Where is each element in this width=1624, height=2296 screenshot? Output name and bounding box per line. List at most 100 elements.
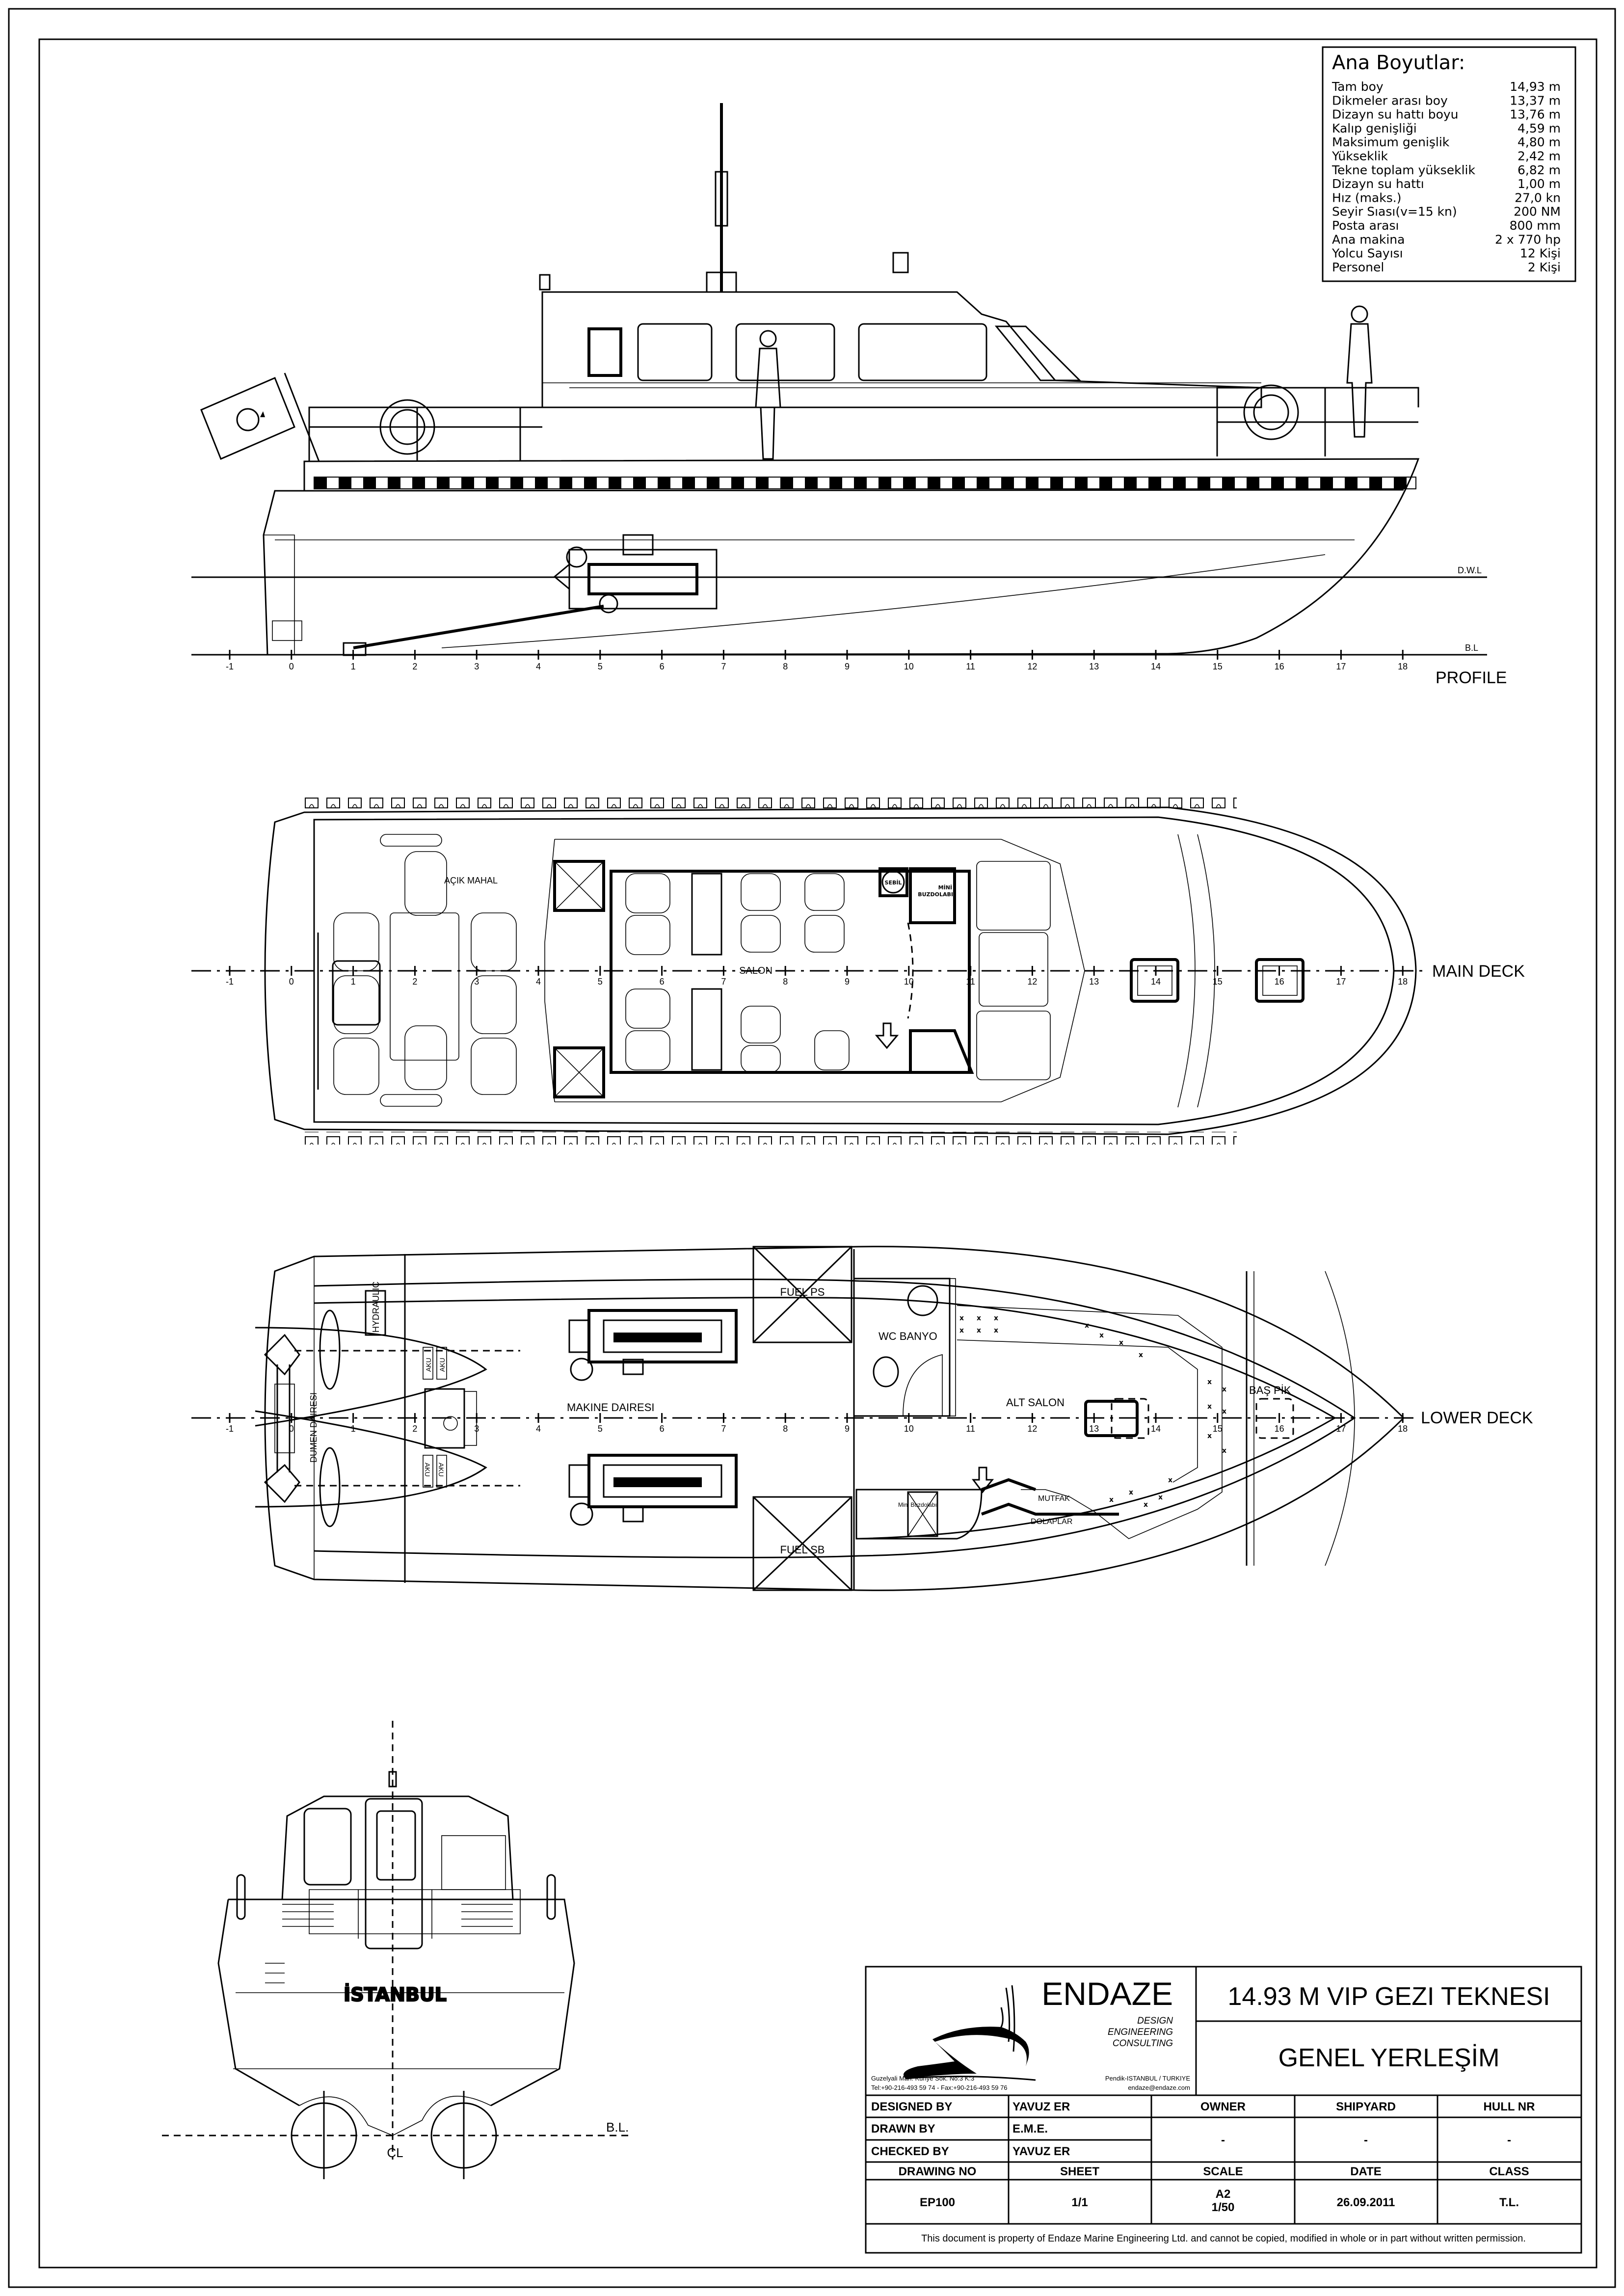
windscreen <box>994 325 1082 381</box>
dimension-label: Maksimum genişlik <box>1332 135 1450 149</box>
dimension-value: 200 NM <box>1514 205 1561 219</box>
dimension-value: 12 Kişi <box>1520 246 1561 261</box>
dimension-value: 800 mm <box>1510 218 1561 233</box>
svg-text:x: x <box>1222 1447 1226 1455</box>
deck-hatch <box>1255 958 1305 1003</box>
drawing-title: GENEL YERLEŞİM <box>1278 2044 1500 2072</box>
frame-number: 0 <box>289 977 294 987</box>
cabin-window <box>637 323 713 381</box>
dimension-label: Yolcu Sayısı <box>1331 246 1403 261</box>
fuel-tank-ps: FUEL PS <box>752 1246 852 1343</box>
dimension-value: 4,80 m <box>1518 135 1561 149</box>
cabin-door <box>587 327 622 377</box>
mini-buzdolabi-label: Mini Buzdolabı <box>898 1501 937 1508</box>
svg-text:x: x <box>1158 1494 1163 1501</box>
dimension-value: 27,0 kn <box>1515 190 1561 205</box>
shipyard-value: - <box>1364 2134 1368 2147</box>
frame-number: 0 <box>289 1424 294 1434</box>
stair-arrow-icon <box>971 1467 994 1494</box>
svg-text:x: x <box>1207 1378 1212 1386</box>
dimension-label: Posta arası <box>1332 218 1399 233</box>
cabin-window <box>858 323 987 381</box>
frame-number: -1 <box>226 977 234 987</box>
acik-mahal-label: AÇIK MAHAL <box>444 876 498 885</box>
dimension-label: Personel <box>1332 260 1384 274</box>
frame-number: 13 <box>1089 977 1099 987</box>
frame-number: 10 <box>904 662 914 671</box>
svg-text:x: x <box>1207 1432 1212 1440</box>
person-figure <box>1346 305 1373 438</box>
frame-number: 9 <box>845 662 850 671</box>
svg-text:x: x <box>1085 1322 1089 1330</box>
main-engine-ps <box>568 1309 738 1381</box>
company-name: ENDAZE <box>1041 1976 1173 2012</box>
galley <box>855 1489 983 1540</box>
dimension-value: 6,82 m <box>1518 163 1561 177</box>
frame-number: 15 <box>1213 662 1223 671</box>
tagline-consulting: CONSULTING <box>1113 2038 1173 2049</box>
main-engine-sb <box>568 1454 738 1526</box>
frame-number: 5 <box>598 977 603 987</box>
svg-text:x: x <box>1119 1339 1123 1347</box>
designed-by-value: YAVUZ ER <box>1012 2100 1070 2113</box>
frame-number: 3 <box>474 662 479 671</box>
lower-deck-hull <box>264 1246 1405 1591</box>
checked-by-label: CHECKED BY <box>871 2145 949 2158</box>
fwd-railing <box>1216 387 1419 456</box>
svg-text:x: x <box>1099 1332 1104 1339</box>
frame-number: 8 <box>783 1424 788 1434</box>
svg-text:x: x <box>994 1314 998 1322</box>
dwl-label: D.W.L <box>1458 565 1482 575</box>
frame-number: 9 <box>845 977 850 987</box>
frame-number: 14 <box>1151 977 1161 987</box>
aku-label: AKU <box>438 1358 446 1372</box>
dimension-label: Dizayn su hattı <box>1332 177 1424 191</box>
lifebuoy <box>379 399 435 455</box>
salon-outline <box>544 839 1085 1102</box>
frame-number: 14 <box>1151 1424 1161 1434</box>
frame-number: 17 <box>1336 977 1346 987</box>
svg-text:x: x <box>1139 1351 1143 1359</box>
company-phone: Tel:+90-216-493 59 74 - Fax:+90-216-493 … <box>871 2084 1008 2091</box>
frame-number: 6 <box>660 662 665 671</box>
main-deck-hull <box>264 806 1417 1135</box>
frame-number: 12 <box>1027 1424 1037 1434</box>
project-title: 14.93 M VIP GEZI TEKNESI <box>1227 1982 1550 2011</box>
main-deck-label: MAIN DECK <box>1432 962 1525 981</box>
dimension-value: 4,59 m <box>1518 121 1561 135</box>
cabin-window <box>735 323 835 381</box>
hull-name-istanbul: İSTANBUL <box>344 1984 447 2005</box>
frame-number: 15 <box>1213 977 1223 987</box>
sebil-label: SEBİL <box>885 879 902 886</box>
frame-number: 9 <box>845 1424 850 1434</box>
wc-banyo-label: WC BANYO <box>879 1330 937 1342</box>
deck-hatch <box>1130 958 1179 1003</box>
aku-label: AKU <box>424 1463 431 1477</box>
aft-seating <box>332 834 517 1107</box>
propeller <box>319 1447 341 1527</box>
frame-number: 6 <box>660 977 665 987</box>
company-city: Pendik-ISTANBUL / TURKIYE <box>1105 2075 1190 2082</box>
frame-number: -1 <box>226 1424 234 1434</box>
scale-paper-size: A2 <box>1216 2188 1231 2201</box>
aft-railing <box>308 406 542 461</box>
buzdolabi-label-1: MİNİ <box>938 884 952 891</box>
battery <box>436 1455 447 1488</box>
owner-value: - <box>1221 2134 1225 2147</box>
title-block: ENDAZE DESIGN ENGINEERING CONSULTING Guz… <box>865 1966 1582 2254</box>
checked-by-value: YAVUZ ER <box>1012 2145 1070 2158</box>
dimensions-title: Ana Boyutlar: <box>1332 52 1465 74</box>
svg-text:x: x <box>1168 1476 1172 1484</box>
bas-pik-label: BAŞ PİK <box>1249 1384 1291 1396</box>
steering-gear <box>264 1334 300 1503</box>
dimension-label: Seyir Sıası(v=15 kn) <box>1332 205 1457 219</box>
hull-nr-value: - <box>1507 2134 1511 2147</box>
frame-number: -1 <box>226 662 234 671</box>
frame-number: 0 <box>289 662 294 671</box>
cl-label: CL <box>387 2145 403 2160</box>
svg-text:x: x <box>1222 1408 1226 1415</box>
sheet-outer-border <box>8 8 1616 2288</box>
